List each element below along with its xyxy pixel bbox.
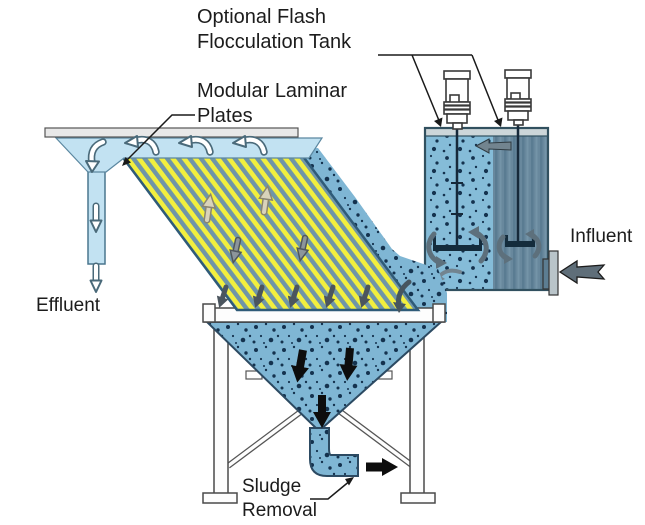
laminar-plates-label-line2: Plates xyxy=(197,105,253,127)
mixer-motor-right xyxy=(504,69,532,126)
rotation-arrowhead-icon xyxy=(525,229,534,240)
rotation-arrowhead-icon xyxy=(468,226,479,239)
top-cover-plate xyxy=(44,127,299,138)
tank-rim xyxy=(424,127,549,137)
leader-arrowhead-icon xyxy=(494,117,503,127)
effluent-label: Effluent xyxy=(36,295,101,316)
tank-wall xyxy=(423,126,550,292)
flocculation-tank-label-line2: Flocculation Tank xyxy=(197,31,352,53)
leader-arrowhead-icon xyxy=(345,477,354,486)
laminar-plates-label: Modular Laminar Plates xyxy=(197,79,347,129)
sludge-removal-label-line1: Sludge xyxy=(242,476,302,497)
sludge-leader-line xyxy=(310,479,352,500)
mixer-motor-left xyxy=(443,70,471,130)
tank-right-chamber xyxy=(493,135,547,289)
influent-label: Influent xyxy=(570,226,633,247)
sludge-out-arrow-icon xyxy=(366,458,398,476)
rotation-arrowhead-icon xyxy=(504,253,513,264)
flocculation-tank-label-line1: Optional Flash xyxy=(197,6,326,28)
mixer-paddle xyxy=(505,241,535,247)
right-foot xyxy=(400,492,436,504)
effluent-launder xyxy=(54,137,324,173)
sludge-removal-label: Sludge Removal xyxy=(242,475,317,523)
tank-flow-left-arrow-icon xyxy=(474,138,512,154)
sludge-pipe xyxy=(309,427,359,477)
left-leg xyxy=(213,321,229,495)
rotation-arrowhead-icon xyxy=(436,256,447,269)
influent-arrow-icon xyxy=(558,259,606,285)
left-foot xyxy=(202,492,238,504)
plates-leader-line xyxy=(123,114,195,164)
sludge-removal-label-line2: Removal xyxy=(242,500,317,521)
flocc-leader-line xyxy=(378,54,501,126)
paddle-tip xyxy=(479,238,482,245)
mixer-paddle xyxy=(433,245,482,251)
leader-arrowhead-icon xyxy=(122,157,131,166)
beam-end-cap xyxy=(202,303,216,323)
influent-flange xyxy=(548,250,559,296)
laminar-plates-label-line1: Modular Laminar xyxy=(197,80,348,102)
paddle-tip xyxy=(433,238,436,245)
leader-lines xyxy=(123,54,501,500)
flocculation-tank-label: Optional Flash Flocculation Tank xyxy=(197,5,351,55)
beam-end-cap xyxy=(432,303,446,323)
leader-arrowhead-icon xyxy=(434,117,443,127)
effluent-out-arrow-icon xyxy=(91,266,102,292)
flocculation-tank xyxy=(423,69,550,292)
paddle-tip xyxy=(505,235,508,241)
shaft-coupling xyxy=(451,182,463,215)
inlet-curl-head-icon xyxy=(393,302,406,313)
